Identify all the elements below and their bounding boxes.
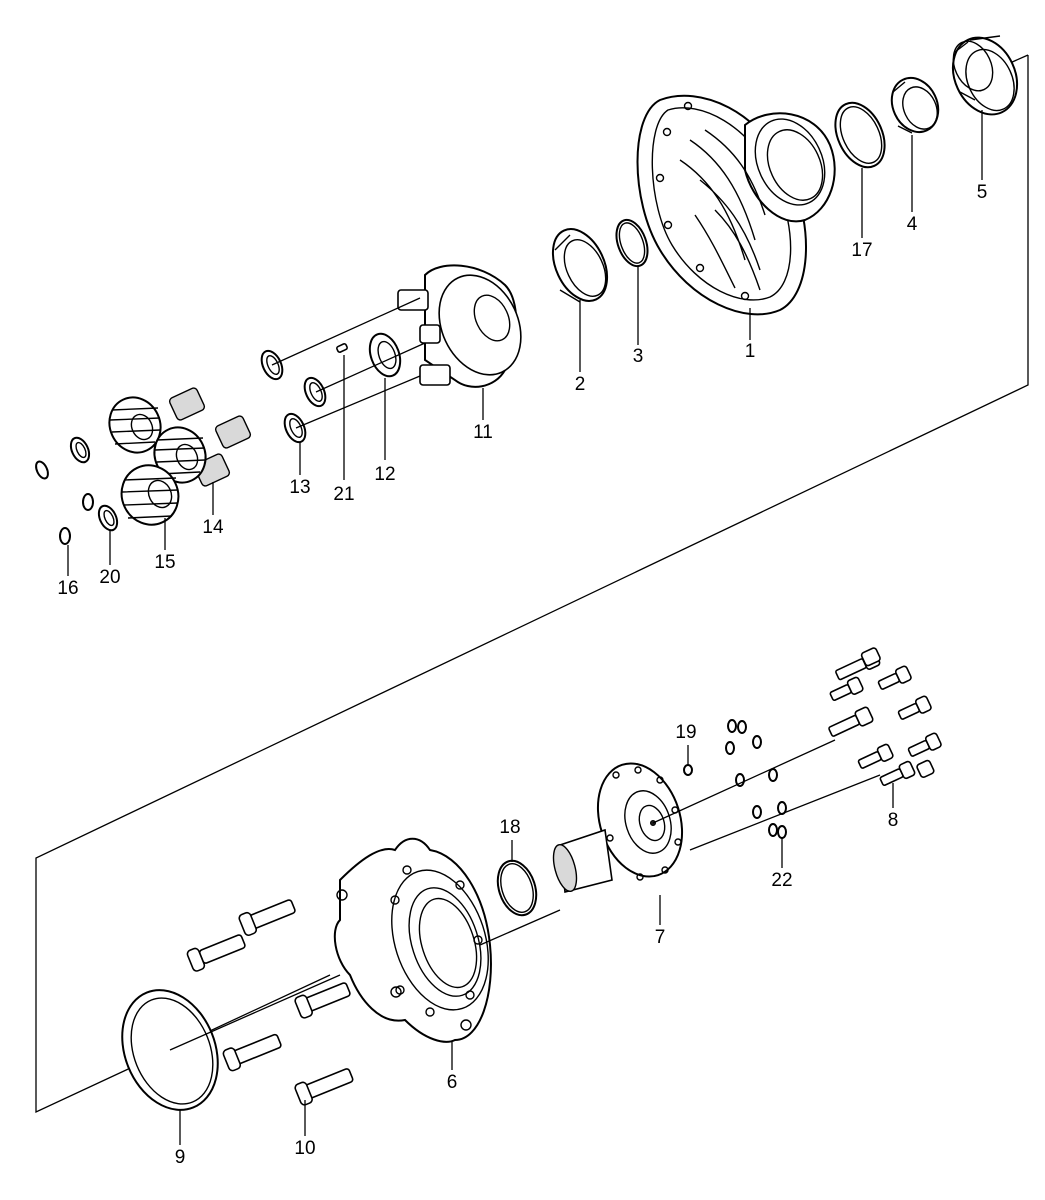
part-14-needle-bearings	[168, 387, 252, 487]
upper-axis-line-3	[295, 375, 421, 429]
part-11-planet-carrier	[397, 264, 522, 388]
callout-13: 13	[289, 477, 310, 498]
callout-12: 12	[374, 464, 395, 485]
callout-6: 6	[447, 1072, 458, 1093]
part-16-snap-rings	[35, 460, 71, 545]
assembly-frame-line	[35, 55, 1029, 1114]
upper-axis-line-2	[315, 342, 426, 393]
callout-18: 18	[499, 817, 520, 838]
lower-axis-line-2	[479, 909, 561, 946]
callout-7: 7	[655, 927, 666, 948]
part-5-tapered-bearing	[951, 35, 1019, 116]
callout-10: 10	[294, 1138, 315, 1159]
callout-1: 1	[745, 341, 756, 362]
callout-2: 2	[575, 374, 586, 395]
part-6-wheel-hub	[333, 837, 492, 1043]
assembly-frame-top-right	[1009, 54, 1029, 64]
callout-15: 15	[154, 552, 175, 573]
part-12-thrust-washer	[368, 332, 402, 378]
part-7-output-flange	[552, 762, 684, 894]
lower-axis-line-4	[689, 774, 881, 851]
lower-axis-line-1	[169, 974, 341, 1051]
callout-4: 4	[907, 214, 918, 235]
callout-5: 5	[977, 182, 988, 203]
callout-8: 8	[888, 810, 899, 831]
part-18-o-ring	[496, 859, 538, 917]
lower-axis-line-3	[652, 739, 836, 824]
callout-9: 9	[175, 1147, 186, 1168]
part-10-wheel-studs	[186, 899, 354, 1106]
callout-17: 17	[851, 240, 872, 261]
part-19-plug	[683, 764, 693, 776]
callout-3: 3	[633, 346, 644, 367]
callout-14: 14	[202, 517, 224, 538]
part-4-bearing-race	[890, 76, 940, 134]
part-3-o-ring	[615, 218, 649, 268]
part-21-pin	[336, 343, 348, 353]
callout-16: 16	[57, 578, 78, 599]
part-2-oil-seal	[551, 228, 609, 303]
part-8-screws	[828, 647, 942, 787]
callout-20: 20	[99, 567, 120, 588]
part-22-washers	[725, 719, 787, 839]
callout-19: 19	[675, 722, 696, 743]
part-20-washers	[69, 436, 119, 532]
part-15-planet-gears	[108, 396, 207, 526]
callout-22: 22	[771, 870, 792, 891]
callout-21: 21	[333, 484, 354, 505]
part-1-planetary-housing	[636, 94, 836, 316]
callout-11: 11	[473, 422, 493, 443]
part-17-retaining-ring	[834, 101, 886, 169]
part-13-washers	[260, 349, 327, 444]
upper-axis-line-1	[271, 297, 421, 366]
